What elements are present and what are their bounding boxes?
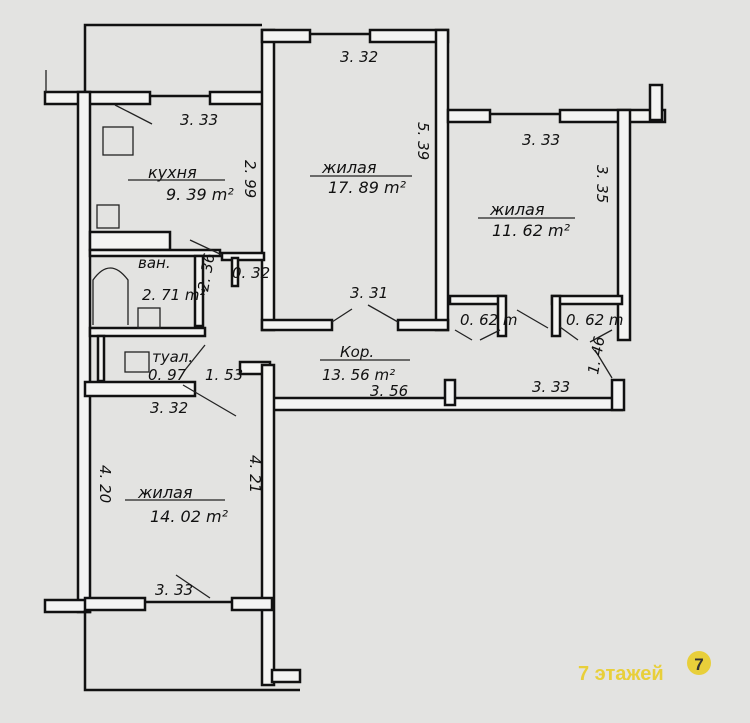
corridor-dim-left: 3. 56 [370,382,408,400]
toilet-name: туал. [152,348,193,366]
walls [43,23,667,692]
living3-name: жилая [137,483,193,502]
corridor-dim-right: 3. 33 [532,378,570,396]
living1-dim-bottom: 3. 31 [350,284,388,302]
toilet-area: 0. 97 [148,366,187,384]
watermark-text: 7 этажей [578,663,664,685]
badge-circle [687,651,711,675]
living2-area: 11. 62 m² [492,221,571,240]
living2-dim-top: 3. 33 [522,131,560,149]
corridor-area: 13. 56 m² [322,366,395,384]
corridor-dim-stub: 1. 53 [205,366,243,384]
stove-icon [102,126,134,156]
closet-2: 0. 62 m [460,311,518,329]
closet-3: 0. 62 m [566,311,624,329]
watermark-logo: 7 этажей 7 [578,651,711,685]
sink-icon [96,204,120,229]
door-swings [45,70,613,599]
living3-dim-bottom: 3. 33 [155,581,193,599]
corridor-dim-side: 1. 46 [584,335,608,376]
living1-dim-side: 5. 39 [414,122,432,160]
living3-dim-right: 4. 21 [246,455,264,493]
living1-name: жилая [321,158,377,177]
watermark-badge: 7 [694,655,703,674]
kitchen-name: кухня [148,163,197,182]
labels: 3. 33 2. 99 кухня 9. 39 m² 3. 32 5. 39 ж… [96,48,624,599]
living1-area: 17. 89 m² [328,178,407,197]
bathroom-area: 2. 71 m² [142,286,206,304]
fixtures [92,126,161,373]
corridor-name: Кор. [340,343,374,361]
living2-name: жилая [489,200,545,219]
kitchen-dim-top: 3. 33 [180,111,218,129]
living1-dim-top: 3. 32 [340,48,378,66]
kitchen-area: 9. 39 m² [166,185,234,204]
living3-dim-top: 3. 32 [150,399,188,417]
bathtub-icon [92,267,129,325]
washbasin-icon [137,307,161,329]
closet-1: 0. 32 [232,264,270,282]
kitchen-dim-side: 2. 99 [241,160,259,198]
living3-area: 14. 02 m² [150,507,229,526]
living2-dim-side: 3. 35 [593,165,611,203]
living3-dim-left: 4. 20 [96,465,114,503]
toilet-icon [124,351,150,373]
bathroom-name: ван. [138,254,171,272]
